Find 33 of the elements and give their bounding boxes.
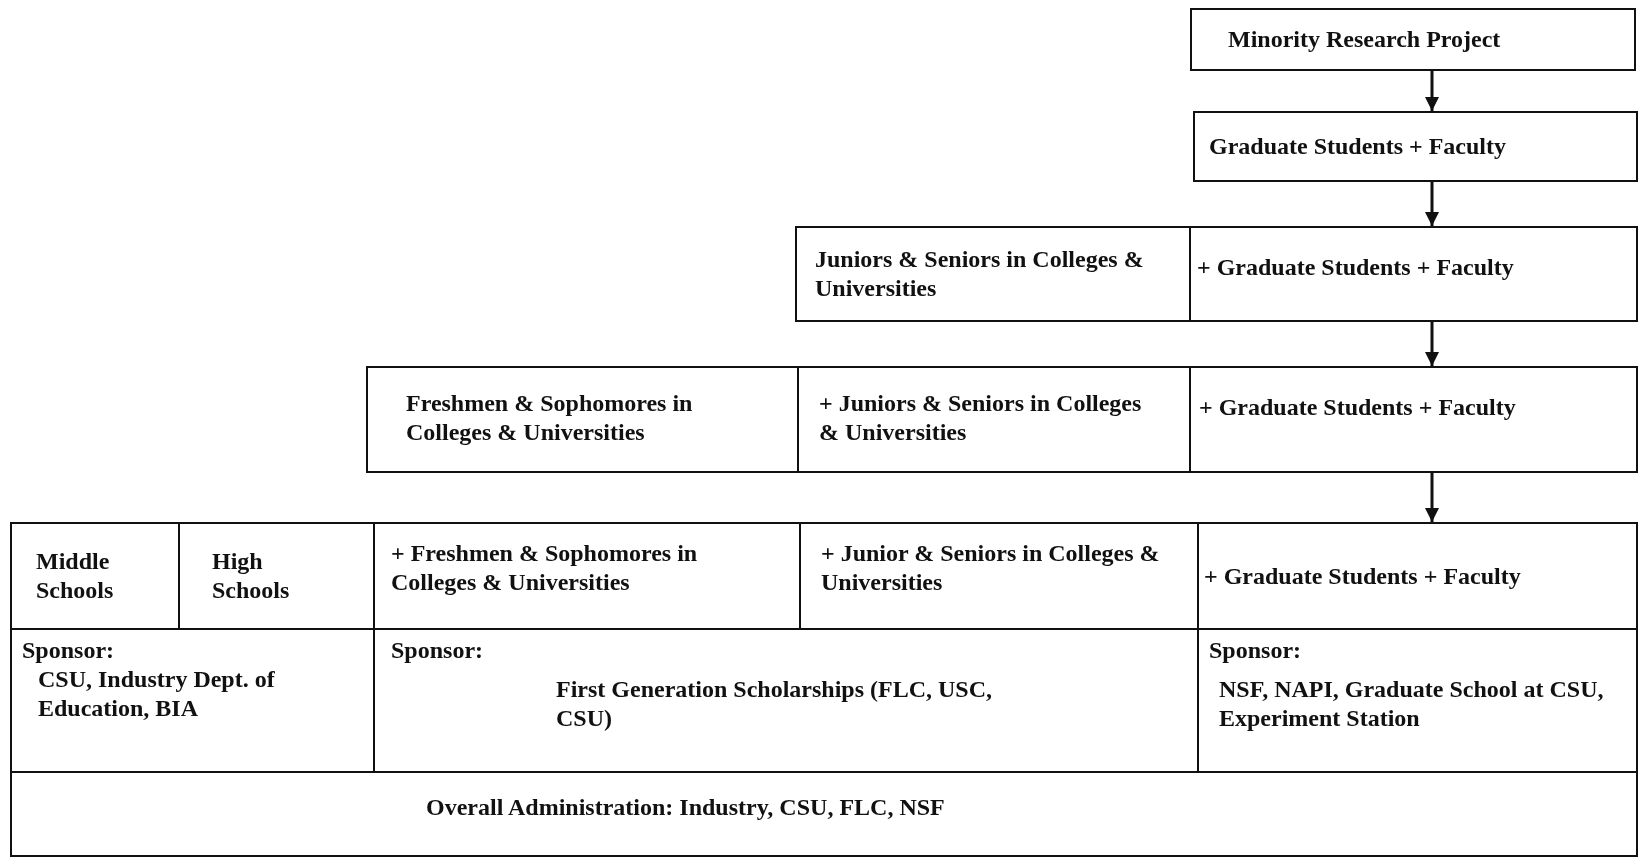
cell-text: Overall Administration: Industry, CSU, FLC, NSF — [426, 793, 946, 822]
cell-text: High Schools — [212, 547, 291, 605]
cell-text: NSF, NAPI, Graduate School at CSU, Experiment Station — [1219, 674, 1605, 733]
cell-text: + Graduate Students + Faculty — [1204, 561, 1522, 591]
cell-text: + Juniors & Seniors in Colleges & Universities — [819, 388, 1143, 447]
arrow — [1425, 473, 1439, 522]
arrow — [1425, 322, 1439, 366]
cell-text: + Freshmen & Sophomores in Colleges & Universities — [391, 539, 699, 597]
cell-text: First Generation Scholarships (FLC, USC, CSU) — [556, 674, 993, 733]
arrow — [1425, 71, 1439, 111]
cell-text: + Graduate Students + Faculty — [1199, 393, 1517, 422]
cell-text: Freshmen & Sophomores in Colleges & Universities — [406, 388, 694, 447]
cell-text: Middle Schools — [36, 547, 115, 605]
cell-text: + Graduate Students + Faculty — [1197, 252, 1515, 282]
table-cell — [1197, 522, 1638, 630]
table-cell — [795, 226, 1191, 322]
arrow — [1425, 182, 1439, 226]
table-cell — [366, 366, 799, 473]
heading-text: Sponsor: — [391, 636, 485, 665]
cell-text: Minority Research Project — [1228, 25, 1502, 54]
cell-text: Graduate Students + Faculty — [1209, 132, 1508, 161]
heading-text: Sponsor: — [22, 636, 116, 665]
cell-text: Juniors & Seniors in Colleges & Universities — [815, 245, 1145, 303]
table-cell — [797, 366, 1191, 473]
table-cell — [1189, 226, 1638, 322]
table-cell — [10, 771, 1638, 857]
table-cell — [1189, 366, 1638, 473]
table-cell — [1190, 8, 1636, 71]
cell-text: + Junior & Seniors in Colleges & Universities — [821, 539, 1161, 597]
table-cell — [1193, 111, 1638, 182]
cell-text: CSU, Industry Dept. of Education, BIA — [38, 664, 276, 723]
heading-text: Sponsor: — [1209, 636, 1303, 665]
table-cell — [10, 522, 180, 630]
